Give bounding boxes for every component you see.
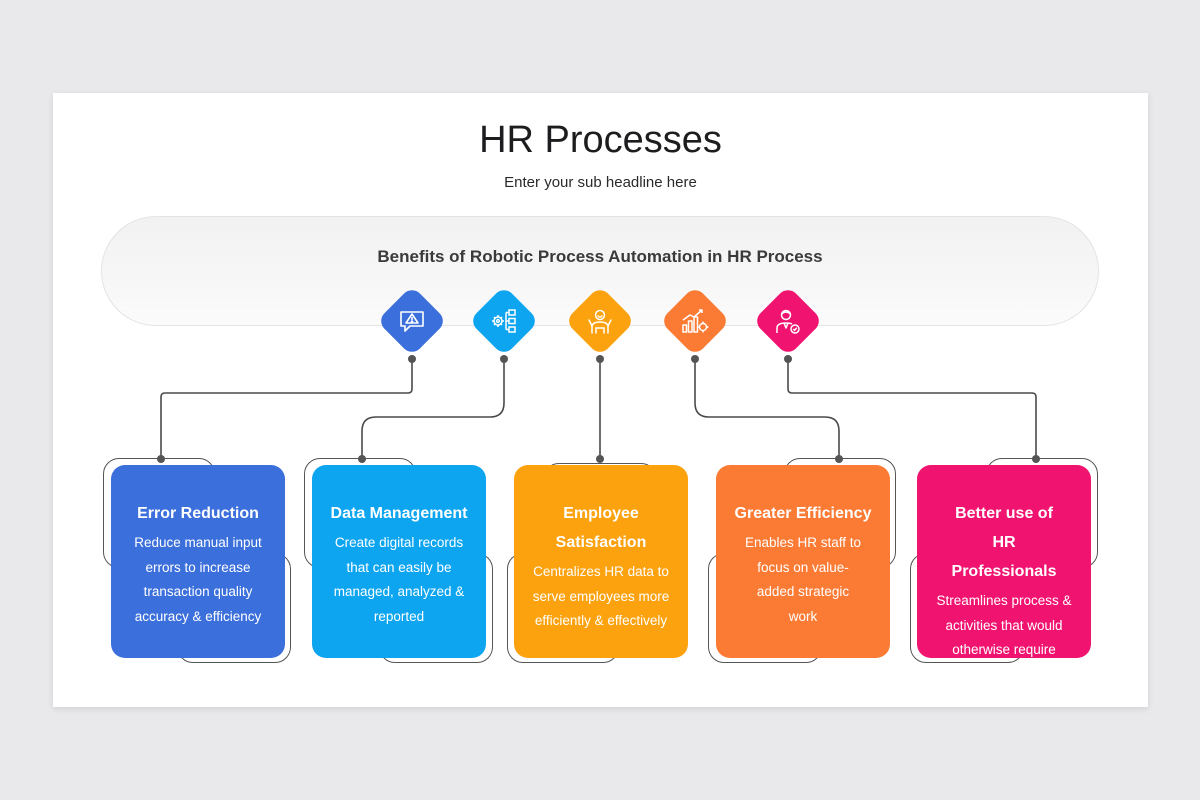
connector-dot [408,355,416,363]
connector-2 [361,359,505,459]
card-title: Data Management [330,505,468,522]
connector-dot [1032,455,1040,463]
diamond-employee-satisfaction [564,285,636,357]
banner-title: Benefits of Robotic Process Automation i… [377,247,823,266]
gear-flowchart-icon [492,309,516,333]
happy-employee-icon [588,309,612,334]
card-description: Centralizes HR data to serve employees m… [532,564,670,628]
professional-user-icon [776,309,800,334]
connector-1 [160,359,413,459]
connector-5 [787,359,1037,459]
connector-dot [358,455,366,463]
connector-dot [691,355,699,363]
page-title: HR Processes [479,119,722,161]
diamond-data-management [468,285,540,357]
connector-dot [500,355,508,363]
diamond-greater-efficiency [659,285,731,357]
growth-chart-icon [682,309,709,333]
card-description: Enables HR staff to focus on value- adde… [744,535,862,624]
card-greater-efficiency: Greater Efficiency Enables HR staff to f… [716,465,890,658]
card-description: Reduce manual input errors to increase t… [134,535,262,624]
connector-dot [596,355,604,363]
connector-dot [157,455,165,463]
connector-dot [596,455,604,463]
diamond-error-reduction [376,285,448,357]
card-title: Better use of HR Professionals [951,505,1057,580]
card-title: Error Reduction [137,505,259,522]
card-better-use-hr: Better use of HR Professionals Streamlin… [917,465,1091,658]
page-subtitle: Enter your sub headline here [504,174,697,191]
card-employee-satisfaction: Employee Satisfaction Centralizes HR dat… [514,465,688,658]
connector-dot [784,355,792,363]
connector-dot [835,455,843,463]
diamond-better-use-hr [752,285,824,357]
card-title: Employee Satisfaction [555,505,647,551]
connector-lines [157,355,1040,463]
card-description: Create digital records that can easily b… [333,535,465,624]
connector-4 [694,359,840,459]
card-data-management: Data Management Create digital records t… [312,465,486,658]
slide: HR Processes Enter your sub headline her… [53,93,1148,707]
alert-chat-icon [400,311,424,332]
card-title: Greater Efficiency [734,505,872,522]
card-description: Streamlines process & activities that wo… [936,593,1072,657]
card-error-reduction: Error Reduction Reduce manual input erro… [111,465,285,658]
